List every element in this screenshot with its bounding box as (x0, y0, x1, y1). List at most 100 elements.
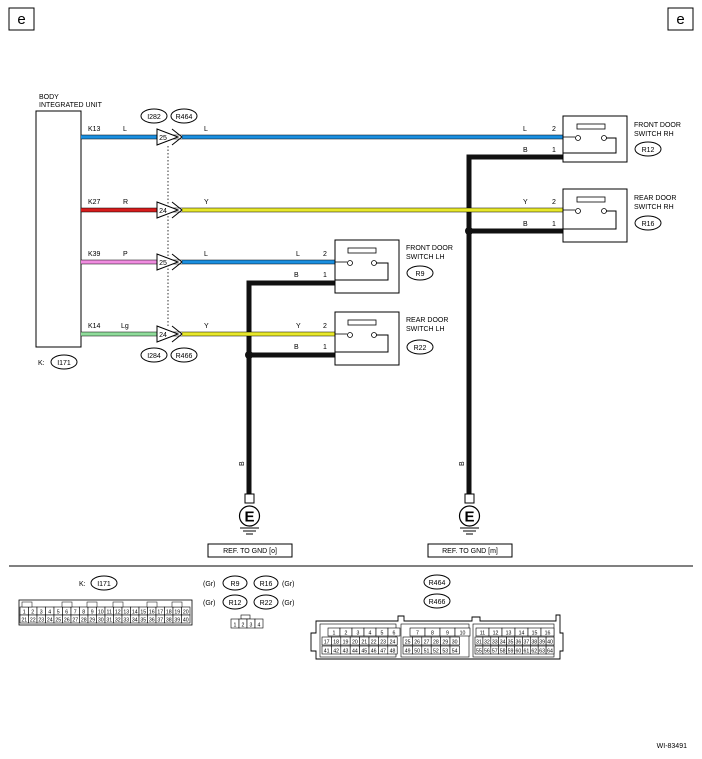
code-k39: P (123, 251, 128, 258)
i171-pin-33-label: 33 (123, 617, 129, 623)
r464-pin-25-label: 25 (405, 639, 411, 645)
ecu-box (35, 110, 82, 348)
i171-pin-5-label: 5 (57, 609, 60, 615)
svg-text:SWITCH RH: SWITCH RH (634, 204, 674, 211)
r464-pin-43-label: 43 (343, 648, 349, 654)
svg-text:(Gr): (Gr) (203, 600, 215, 607)
i171-pin-30-label: 30 (98, 617, 104, 623)
svg-text:1: 1 (323, 344, 327, 351)
r464-pin-37-label: 37 (523, 639, 529, 645)
jcon-r464: R464 (176, 114, 193, 121)
jcon-r466: R466 (176, 353, 193, 360)
ground-symbol-rh: E (464, 509, 474, 526)
i171-pin-17-label: 17 (157, 609, 163, 615)
i171-pin-31-label: 31 (106, 617, 112, 623)
r464-pin-9-label: 9 (446, 630, 449, 636)
r464-pin-42-label: 42 (333, 648, 339, 654)
i171-key-tab (171, 601, 183, 608)
jcon-oval-i282 (140, 108, 168, 124)
i171-key-tab (112, 601, 124, 608)
r464-pin-50-label: 50 (414, 648, 420, 654)
mid-code-2: Y (204, 199, 209, 206)
switch-pin-1-label: 1 (234, 622, 237, 628)
svg-text:R22: R22 (414, 345, 427, 352)
r464-pin-60-label: 60 (516, 648, 522, 654)
page-tag-right: e (676, 11, 684, 28)
i171-pin-4-label: 4 (48, 609, 51, 615)
r464-pin-49-label: 49 (405, 648, 411, 654)
r464-pin-1-label: 1 (333, 630, 336, 636)
r464-pin-62-label: 62 (531, 648, 537, 654)
i171-pin-23-label: 23 (38, 617, 44, 623)
i171-pin-35-label: 35 (140, 617, 146, 623)
i171-pin-24-label: 24 (47, 617, 53, 623)
svg-text:B: B (294, 344, 299, 351)
svg-text:FRONT DOOR: FRONT DOOR (634, 122, 681, 129)
r464-pin-13-label: 13 (506, 630, 512, 636)
r464-pin-48-label: 48 (390, 648, 396, 654)
i171-pin-6-label: 6 (65, 609, 68, 615)
i171-pin-2-label: 2 (31, 609, 34, 615)
term-k39: K39 (88, 251, 101, 258)
figure-id: WI-83491 (657, 743, 687, 750)
svg-text:R12: R12 (229, 600, 242, 607)
i171-pin-14-label: 14 (132, 609, 138, 615)
page-tag-box-right (667, 7, 694, 31)
i171-pin-25-label: 25 (55, 617, 61, 623)
jcon-i284: I284 (147, 353, 161, 360)
i171-pin-18-label: 18 (166, 609, 172, 615)
r464-pin-2-label: 2 (345, 630, 348, 636)
r464-pin-20-label: 20 (352, 639, 358, 645)
rear-door-switch-rh: Y 2 B 1 REAR DOOR SWITCH RH R16 (523, 188, 676, 243)
r464-pin-27-label: 27 (424, 639, 430, 645)
svg-text:R16: R16 (260, 581, 273, 588)
ground-symbol-lh: E (244, 509, 254, 526)
i171-pin-28-label: 28 (81, 617, 87, 623)
i171-pin-12-label: 12 (115, 609, 121, 615)
switch-pin-4-label: 4 (258, 622, 261, 628)
jcon-i282: I282 (147, 114, 161, 121)
r464-pin-58-label: 58 (500, 648, 506, 654)
r464-pin-31-label: 31 (476, 639, 482, 645)
i171-pin-20-label: 20 (183, 609, 189, 615)
r464-pin-17-label: 17 (324, 639, 330, 645)
r464-pin-3-label: 3 (357, 630, 360, 636)
i171-pin-7-label: 7 (74, 609, 77, 615)
svg-text:(Gr): (Gr) (203, 581, 215, 588)
svg-text:B: B (523, 221, 528, 228)
r464-pin-64-cell (545, 645, 555, 655)
svg-text:2: 2 (323, 251, 327, 258)
ground-junction-rh (465, 227, 473, 235)
svg-text:L: L (523, 126, 527, 133)
r464-pin-18-label: 18 (333, 639, 339, 645)
svg-text:R9: R9 (416, 271, 425, 278)
r464-pin-57-label: 57 (492, 648, 498, 654)
r464-pin-21-label: 21 (361, 639, 367, 645)
i171-pin-16-label: 16 (149, 609, 155, 615)
r464-pin-5-label: 5 (381, 630, 384, 636)
ground-wire-lh (246, 280, 335, 496)
r464-pin-32-label: 32 (484, 639, 490, 645)
i171-pin-34-label: 34 (132, 617, 138, 623)
ground-wire-rh (466, 154, 563, 496)
r464-pin-10-cell (454, 627, 471, 637)
r464-pin-24-label: 24 (390, 639, 396, 645)
svg-text:K:: K: (79, 581, 86, 588)
r464-pin-15-label: 15 (532, 630, 538, 636)
switch-pin-3-label: 3 (250, 622, 253, 628)
i171-pin-40-cell (181, 614, 191, 624)
jcon-oval-r466 (170, 347, 198, 363)
front-door-switch-lh: L 2 B 1 FRONT DOOR SWITCH LH R9 (294, 239, 453, 294)
r464-pin-64-label: 64 (547, 648, 553, 654)
svg-text:2: 2 (552, 126, 556, 133)
svg-text:I171: I171 (97, 581, 111, 588)
r464-pin-29-label: 29 (442, 639, 448, 645)
code-k14: Lg (121, 323, 129, 330)
svg-text:SWITCH LH: SWITCH LH (406, 326, 445, 333)
ecu-name-line1: BODY (39, 94, 59, 101)
r464-pin-35-label: 35 (508, 639, 514, 645)
code-k27: R (123, 199, 128, 206)
svg-text:24: 24 (159, 208, 167, 215)
svg-text:1: 1 (552, 147, 556, 154)
